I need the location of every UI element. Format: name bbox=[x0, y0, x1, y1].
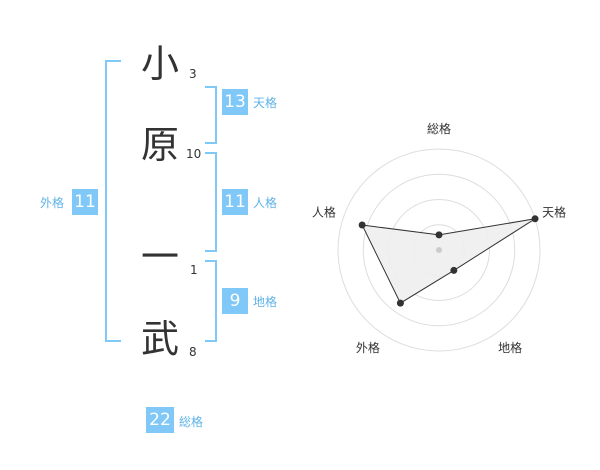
name-char-2: 原 bbox=[140, 123, 179, 167]
soukaku-label: 総格 bbox=[179, 415, 204, 429]
tenkaku-value-badge: 13 bbox=[222, 89, 248, 115]
radar-point bbox=[435, 231, 443, 239]
radar-axis-label: 天格 bbox=[542, 205, 566, 220]
radar-point bbox=[531, 215, 539, 223]
radar-area bbox=[361, 218, 536, 304]
jinkaku-bracket bbox=[205, 152, 217, 252]
jinkaku-value-badge: 11 bbox=[222, 189, 248, 215]
radar-axis-label: 総格 bbox=[427, 121, 451, 136]
tenkaku-bracket bbox=[205, 86, 217, 144]
stroke-count-3: 1 bbox=[190, 263, 198, 277]
radar-axis-label: 人格 bbox=[312, 205, 336, 220]
name-char-3: 一 bbox=[140, 235, 179, 279]
radar-axis-label: 外格 bbox=[356, 340, 380, 355]
stroke-count-2: 10 bbox=[186, 147, 202, 161]
stroke-count-1: 3 bbox=[189, 67, 197, 81]
radar-point bbox=[396, 299, 404, 307]
radar-points bbox=[358, 215, 539, 307]
tenkaku-label: 天格 bbox=[253, 96, 278, 110]
radar-axis-label: 地格 bbox=[498, 340, 522, 355]
name-char-4: 武 bbox=[140, 317, 179, 361]
stroke-count-4: 8 bbox=[189, 345, 197, 359]
radar-ring bbox=[337, 148, 541, 352]
gaikaku-label: 外格 bbox=[40, 196, 65, 210]
chikaku-value-badge: 9 bbox=[222, 288, 248, 314]
soukaku-value-badge: 22 bbox=[146, 407, 174, 433]
radar-center-dot bbox=[436, 247, 442, 253]
radar-point bbox=[358, 221, 366, 229]
gaikaku-bracket bbox=[105, 60, 121, 342]
jinkaku-label: 人格 bbox=[253, 196, 278, 210]
name-char-1: 小 bbox=[140, 42, 179, 86]
chikaku-label: 地格 bbox=[253, 295, 278, 309]
gaikaku-value-badge: 11 bbox=[72, 189, 98, 215]
chikaku-bracket bbox=[205, 260, 217, 342]
radar-point bbox=[450, 266, 458, 274]
radar-ring bbox=[362, 173, 516, 327]
